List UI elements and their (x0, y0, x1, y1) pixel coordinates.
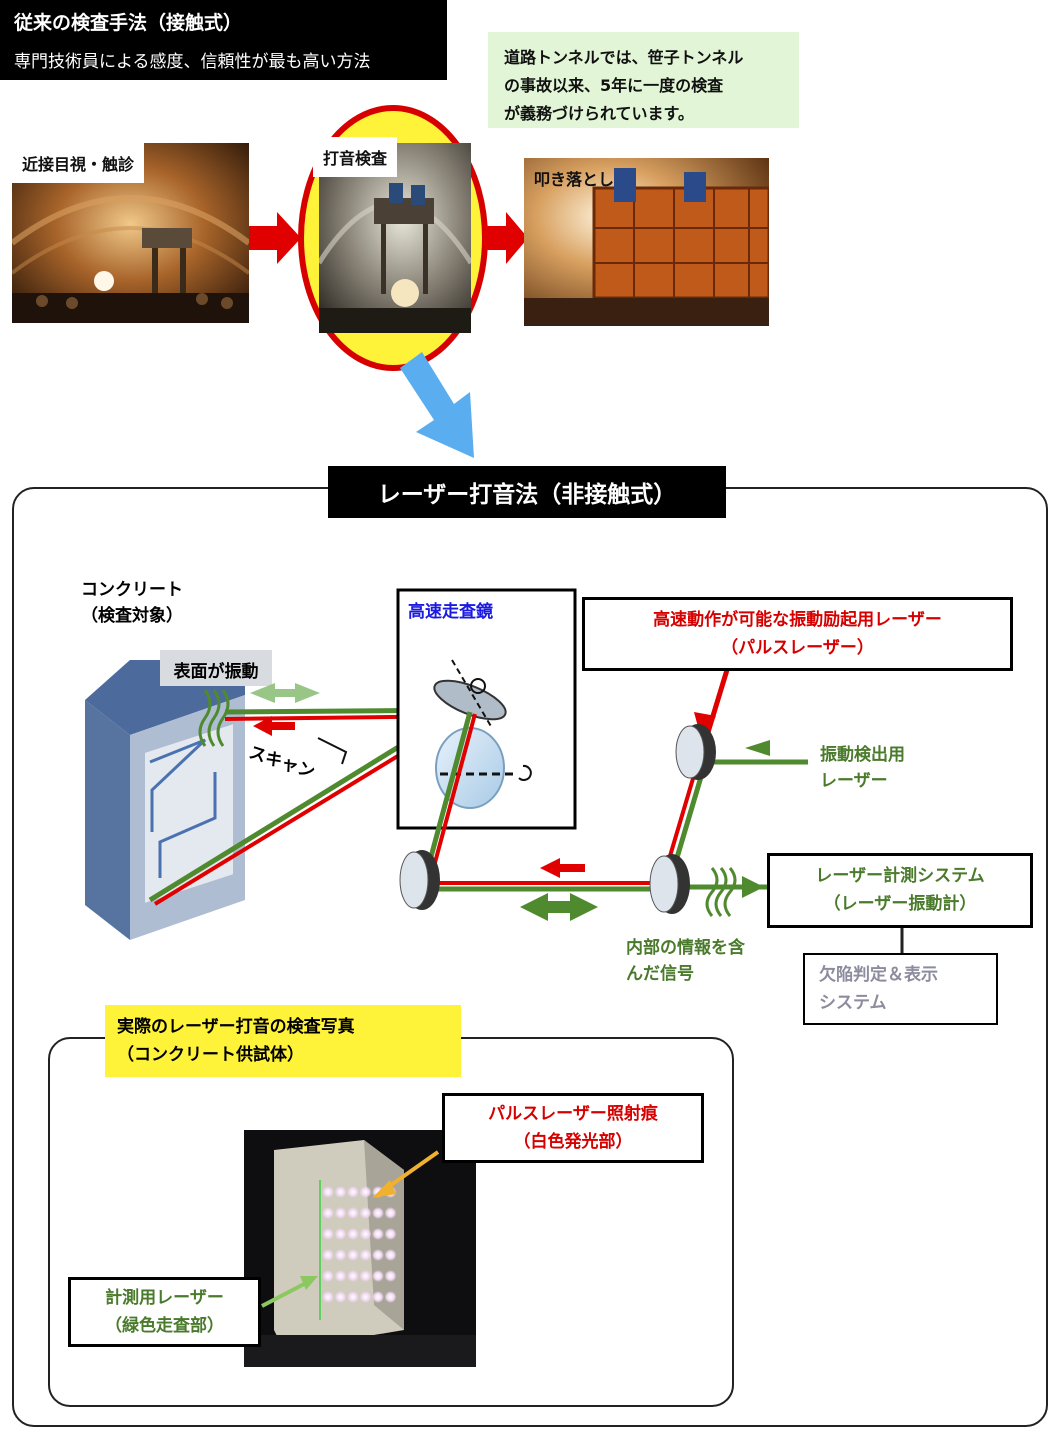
step-label-visual: 近接目視・触診 (12, 143, 145, 183)
laser-mark (359, 1291, 372, 1303)
laser-mark (359, 1270, 372, 1282)
pulse-laser-label: 高速動作が可能な振動励起用レーザー （パルスレーザー） (653, 610, 942, 658)
info-note: 道路トンネルでは、笹子トンネル の事故以来、5年に一度の検査 が義務づけられてい… (488, 32, 799, 128)
laser-mark (334, 1228, 347, 1240)
laser-mark (334, 1186, 347, 1198)
transition-arrow-icon (400, 352, 474, 458)
laser-mark (359, 1249, 372, 1261)
laser-mark (347, 1186, 359, 1198)
laser-mark (334, 1291, 347, 1303)
laser-method-title: レーザー打音法（非接触式） (328, 466, 726, 518)
pulse-mark-label: パルスレーザー照射痕 （白色発光部） (488, 1104, 658, 1152)
photo-knock-down (524, 158, 769, 326)
laser-mark (359, 1186, 372, 1198)
laser-mark (347, 1270, 359, 1282)
laser-mark (384, 1270, 397, 1282)
detection-laser-label: 振動検出用 レーザー (820, 745, 905, 791)
laser-mark (322, 1207, 334, 1219)
signal-wave-icon (705, 867, 737, 917)
note-line: 道路トンネルでは、笹子トンネル (504, 48, 744, 67)
laser-mark (372, 1291, 384, 1303)
laser-mark (384, 1228, 397, 1240)
laser-mark (359, 1228, 372, 1240)
flow-arrow-icon (484, 212, 528, 264)
double-arrow-icon (250, 683, 320, 703)
measure-laser-label: 計測用レーザー （緑色走査部） (105, 1288, 224, 1336)
laser-mark (347, 1249, 359, 1261)
laser-mark (334, 1270, 347, 1282)
measure-system-label: レーザー計測システム （レーザー振動計） (815, 866, 985, 914)
laser-mark (372, 1186, 384, 1198)
scan-mirror-label: 高速走査鏡 (408, 602, 493, 622)
mirror-icon (675, 724, 716, 780)
laser-mark (384, 1207, 397, 1219)
header-title: 従来の検査手法（接触式） (14, 12, 243, 34)
laser-mark (322, 1270, 334, 1282)
laser-mark (347, 1291, 359, 1303)
scan-arrow-icon (317, 737, 348, 765)
laser-mark (384, 1186, 397, 1198)
pulse-mark-label-box: パルスレーザー照射痕 （白色発光部） (442, 1093, 704, 1163)
signal-label: 内部の情報を含 んだ信号 (626, 938, 745, 984)
laser-mark (322, 1186, 334, 1198)
scan-mirror-icon (433, 679, 507, 721)
vibration-wave-icon (198, 689, 230, 747)
step-label-hammering: 打音検査 (313, 137, 398, 177)
laser-mark (322, 1291, 334, 1303)
header-banner (0, 0, 447, 80)
inspection-photo-title: 実際のレーザー打音の検査写真 （コンクリート供試体） (105, 1005, 461, 1077)
red-arrow-icon (540, 858, 585, 878)
laser-mark (347, 1207, 359, 1219)
note-line: が義務づけられています。 (504, 104, 694, 123)
note-line: の事故以来、5年に一度の検査 (504, 76, 724, 95)
judge-system-label: 欠陥判定＆表示 システム (819, 965, 938, 1013)
red-arrow-icon (253, 716, 295, 736)
laser-mark (384, 1249, 397, 1261)
surface-vibration-label: 表面が振動 (173, 662, 259, 682)
concrete-label: コンクリート （検査対象） (81, 580, 183, 626)
mirror-icon (399, 850, 440, 910)
laser-mark (322, 1249, 334, 1261)
laser-mark (359, 1207, 372, 1219)
mirror-icon (649, 854, 690, 914)
laser-mark (372, 1249, 384, 1261)
laser-mark (372, 1207, 384, 1219)
measure-system-box: レーザー計測システム （レーザー振動計） (767, 853, 1033, 928)
laser-mark (372, 1228, 384, 1240)
laser-mark (334, 1207, 347, 1219)
measure-laser-label-box: 計測用レーザー （緑色走査部） (68, 1277, 261, 1347)
laser-mark (334, 1249, 347, 1261)
flow-arrow-icon (249, 212, 301, 264)
pulse-laser-box: 高速動作が可能な振動励起用レーザー （パルスレーザー） (582, 597, 1013, 671)
laser-mark (384, 1291, 397, 1303)
double-arrow-icon (520, 893, 598, 921)
step-label-knockdown: 叩き落とし (534, 170, 615, 189)
judge-system-box: 欠陥判定＆表示 システム (803, 953, 998, 1025)
green-arrow-icon (745, 740, 770, 756)
concrete-specimen-photo (244, 1130, 476, 1367)
laser-mark (347, 1228, 359, 1240)
laser-mark (322, 1228, 334, 1240)
laser-mark (372, 1270, 384, 1282)
header-subtitle: 専門技術員による感度、信頼性が最も高い方法 (14, 52, 371, 72)
